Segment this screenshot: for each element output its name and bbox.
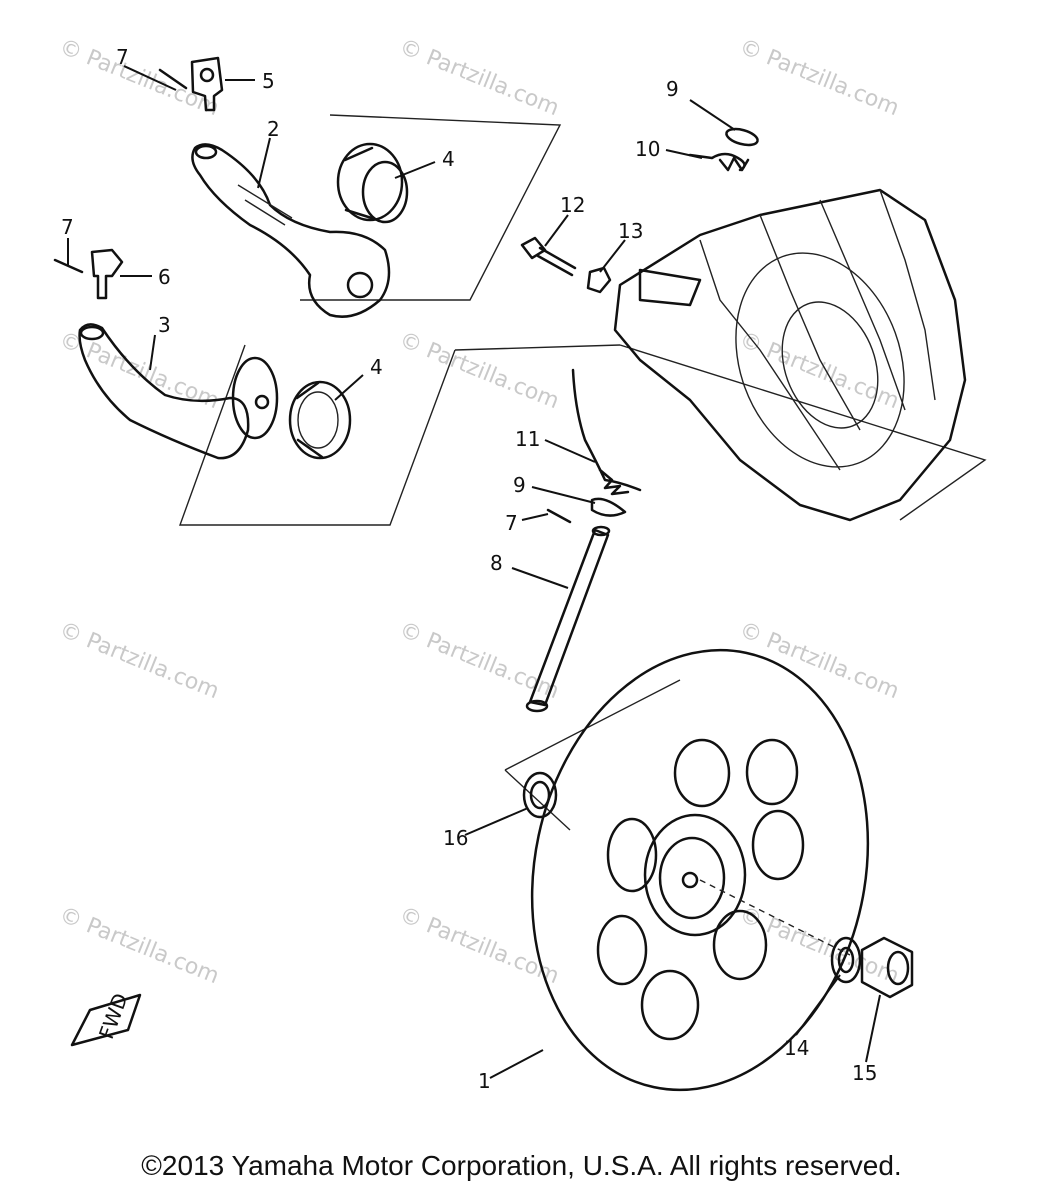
fwd-label: FWD [94,990,133,1042]
copyright-notice: ©2013 Yamaha Motor Corporation, U.S.A. A… [141,1150,902,1181]
cotter-pin-part-7 [158,68,188,90]
callout-4: 4 [442,147,455,171]
callout-9: 9 [666,77,679,101]
callout-15: 15 [852,1061,877,1085]
callout-7: 7 [116,45,129,69]
callout-1: 1 [478,1069,491,1093]
callout-7: 7 [505,511,518,535]
callout-16: 16 [443,826,468,850]
callout-6: 6 [158,265,171,289]
callouts: 1 2 3 4 4 5 6 7 7 7 8 9 9 10 11 12 13 14… [61,45,877,1093]
callout-2: 2 [267,117,280,141]
wheel-part-1 [530,648,870,1092]
washer-part-16 [522,771,558,819]
callout-7: 7 [61,215,74,239]
watermark: © Partzilla.com [736,902,903,989]
roller-part-4-lower [288,380,352,460]
spring-seat-part-9 [590,497,627,517]
spring-seat-part-9 [725,127,759,147]
callout-14: 14 [784,1036,809,1060]
callout-11: 11 [515,427,540,451]
shaft-part-8 [525,525,611,713]
washer-part-14 [830,936,862,984]
watermark: © Partzilla.com [56,902,223,989]
roller-part-4-upper [336,142,409,224]
nut-part-15 [860,936,914,999]
lower-arm-part-3 [78,323,279,460]
bolt-part-12 [520,236,577,277]
callout-13: 13 [618,219,643,243]
nut-part-13 [586,266,612,294]
callout-4: 4 [370,355,383,379]
cotter-pin-part-7 [546,508,572,524]
pivot-block-part-5 [190,56,224,112]
assembly-bracket-upper [300,114,562,301]
callout-12: 12 [560,193,585,217]
suspension-housing [613,188,967,522]
watermark: © Partzilla.com [56,34,223,121]
leader-lines [67,65,881,1079]
assembly-bracket-lower [179,344,621,526]
watermark: © Partzilla.com [396,34,563,121]
callout-5: 5 [262,69,275,93]
watermark: © Partzilla.com [736,617,903,704]
pivot-block-part-6 [90,248,124,300]
watermark: © Partzilla.com [736,34,903,121]
cotter-pin-part-7 [53,258,84,274]
housing-bracket [619,344,987,521]
callout-9: 9 [513,473,526,497]
watermark: © Partzilla.com [396,327,563,414]
fwd-direction-tag: FWD [70,990,142,1047]
wheel-bracket [504,679,681,831]
watermark: © Partzilla.com [396,617,563,704]
upper-arm-part-2 [191,143,391,318]
axle-center-line [699,879,851,956]
watermark-layer: © Partzilla.com © Partzilla.com © Partzi… [56,34,903,989]
callout-3: 3 [158,313,171,337]
callout-8: 8 [490,551,503,575]
watermark: © Partzilla.com [56,617,223,704]
callout-10: 10 [635,137,660,161]
spring-part-11 [571,368,642,496]
